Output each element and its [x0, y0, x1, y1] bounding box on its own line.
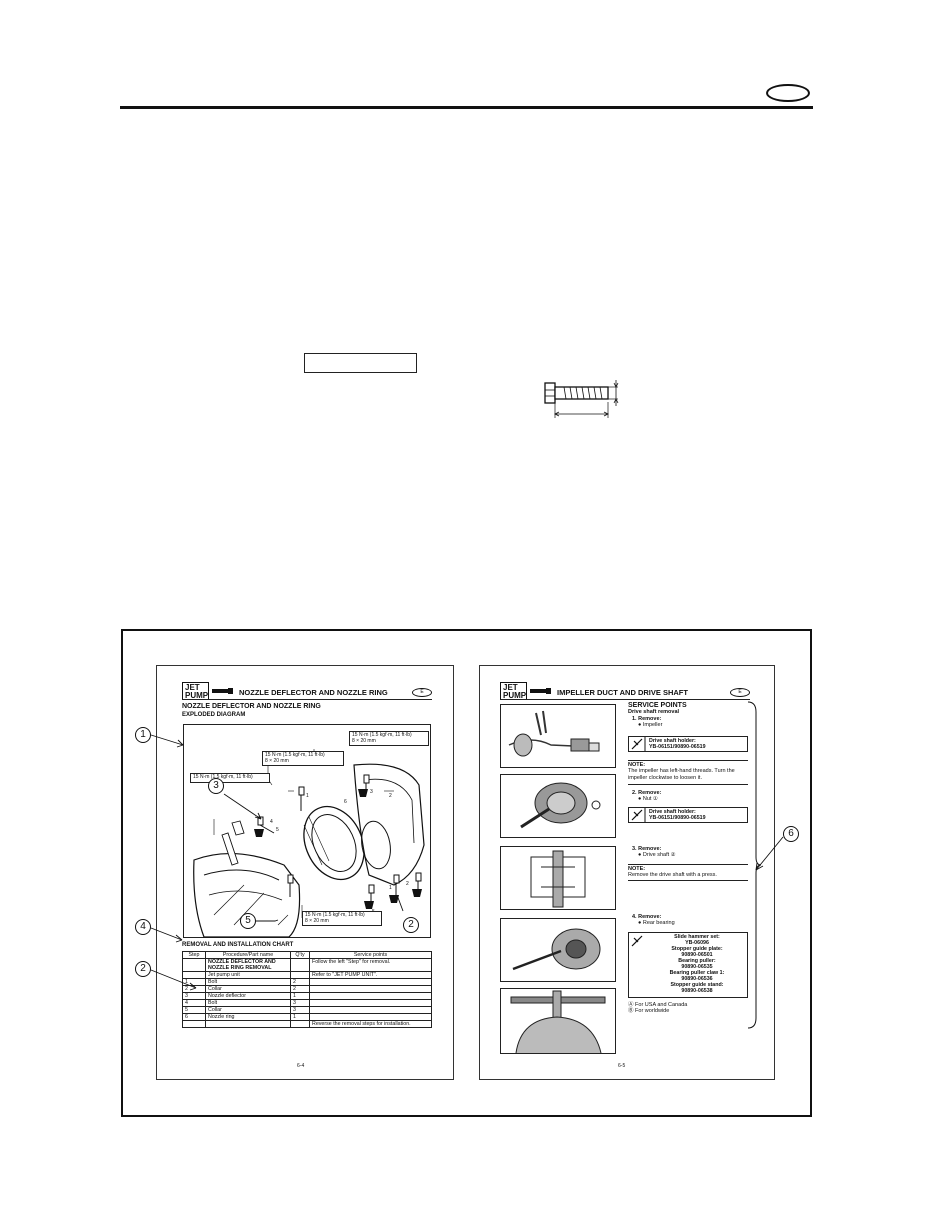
left-header-title: NOZZLE DEFLECTOR AND NOZZLE RING [239, 688, 388, 697]
step-2: 2. Remove: ● Nut ① [632, 790, 662, 803]
torque-spec-bottom: 15 N·m (1.5 kgf·m, 11 ft·lb)8 × 20 mm [302, 911, 382, 926]
pump-icon [530, 688, 551, 694]
callout-2-diagram: 2 [403, 917, 419, 933]
torque-spec-left: 15 N·m (1.5 kgf·m, 11 ft·lb) [190, 773, 270, 783]
pump-icon [212, 688, 233, 694]
exploded-diagram-title: EXPLODED DIAGRAM [182, 712, 246, 718]
tool-box-1: Drive shaft holder:YB-06151/90890-06519 [628, 736, 748, 752]
service-points-brace [747, 701, 762, 1029]
puller-photo-drawing [510, 990, 606, 1054]
svg-text:3: 3 [370, 789, 373, 795]
note-1: NOTE: The impeller has left-hand threads… [628, 762, 735, 781]
photo-impeller [500, 704, 616, 768]
torque-spec-top: 15 N·m (1.5 kgf·m, 11 ft·lb)8 × 20 mm [349, 731, 429, 746]
step-4: 4. Remove: ● Rear bearing [632, 914, 675, 927]
left-header-badge: E [412, 688, 432, 697]
svg-text:6: 6 [344, 799, 347, 805]
torque-spec-mid: 15 N·m (1.5 kgf·m, 11 ft·lb)8 × 20 mm [262, 751, 344, 766]
nozzle-assembly-drawing: 321 645 215 [193, 749, 425, 938]
tool-icon [631, 808, 646, 822]
step-3: 3. Remove: ● Drive shaft ② [632, 846, 676, 859]
tool-box-3: Slide hammer set:YB-06096 Stopper guide … [628, 932, 748, 998]
callout-1: 1 [135, 727, 151, 743]
drive-shaft-photo-drawing [530, 850, 586, 908]
tool-icon [631, 737, 646, 751]
bolt-dimension-icon [544, 380, 619, 418]
service-points-title: SERVICE POINTS [628, 702, 687, 709]
tool-icon [631, 935, 643, 947]
right-header-title: IMPELLER DUCT AND DRIVE SHAFT [557, 688, 688, 697]
table-row: Reverse the removal steps for installati… [182, 1020, 432, 1028]
svg-text:2: 2 [389, 793, 392, 799]
language-badge [766, 84, 810, 102]
photo-bearing-puller [500, 988, 616, 1054]
right-sample-page: JET PUMP IMPELLER DUCT AND DRIVE SHAFT E [479, 665, 775, 1080]
photo-drive-shaft [500, 846, 616, 910]
bearing-photo-drawing [512, 928, 601, 971]
nut-photo-drawing [520, 782, 601, 829]
svg-text:5: 5 [276, 827, 279, 833]
svg-text:1: 1 [306, 793, 309, 799]
photo-rear-bearing [500, 918, 616, 982]
callout-6: 6 [783, 826, 799, 842]
sample-pages-frame [121, 629, 812, 1117]
region-legend: Ⓐ For USA and Canada Ⓑ For worldwide [628, 1002, 688, 1015]
callout-4: 4 [135, 919, 151, 935]
exploded-diagram: 321 645 215 15 N·m (1.5 kgf·m, 11 ft·lb)… [183, 724, 431, 938]
right-page-number: 6-5 [618, 1063, 626, 1069]
svg-text:1: 1 [389, 885, 392, 891]
photo-nut [500, 774, 616, 838]
blank-label-box [304, 353, 417, 373]
callout-3: 3 [208, 778, 224, 794]
callout-2-table: 2 [135, 961, 151, 977]
tool-box-2: Drive shaft holder:YB-06151/90890-06519 [628, 807, 748, 823]
service-points-block: SERVICE POINTS Drive shaft removal 1. Re… [628, 702, 750, 729]
header-rule [120, 106, 813, 109]
note-2: NOTE: Remove the drive shaft with a pres… [628, 866, 717, 879]
left-section-title: NOZZLE DEFLECTOR AND NOZZLE RING [182, 703, 321, 710]
callout-5: 5 [240, 913, 256, 929]
left-sample-page: JET PUMP NOZZLE DEFLECTOR AND NOZZLE RIN… [156, 665, 454, 1080]
chart-title: REMOVAL AND INSTALLATION CHART [182, 942, 294, 948]
removal-chart-table: Step Procedure/Part name Q'ty Service po… [182, 951, 432, 1028]
right-header-badge: E [730, 688, 750, 697]
svg-text:4: 4 [270, 819, 273, 825]
impeller-photo-drawing [508, 710, 600, 757]
left-page-number: 6-4 [297, 1063, 305, 1069]
svg-text:2: 2 [406, 881, 409, 887]
